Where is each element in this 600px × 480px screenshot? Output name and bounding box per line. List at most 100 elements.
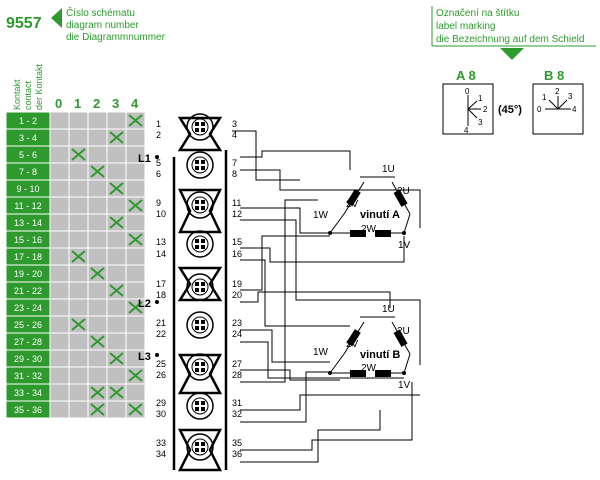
contact-cell [68, 162, 89, 181]
line-l1-dot [155, 155, 159, 159]
contact-cell [49, 213, 70, 232]
dial-a-num-3: 3 [478, 118, 483, 127]
marking-pointer-icon [500, 48, 524, 60]
winding-a-name: vinutí A [360, 209, 400, 221]
line-l2-label: L2 [138, 298, 151, 310]
contact-closed-mark [128, 199, 143, 212]
terminal-left-label: 14 [156, 249, 166, 259]
contact-table: 1 - 2 3 - 4 5 - 6 7 - 8 9 - 10 11 - 12 13 - 14… [5, 111, 146, 419]
contact-row-label: 13 - 14 [14, 218, 42, 228]
contact-row-label: 29 - 30 [14, 354, 42, 364]
contact-cell [49, 383, 70, 402]
contact-cell [87, 281, 108, 300]
contact-cell [68, 298, 89, 317]
contact-row-label: 7 - 8 [19, 167, 37, 177]
contact-cell [87, 247, 108, 266]
contact-cell [125, 128, 146, 147]
dial-a: A 8 0 1 2 3 4 [442, 68, 494, 135]
contact-cell [49, 128, 70, 147]
contact-row-label: 27 - 28 [14, 337, 42, 347]
contact-cell [125, 213, 146, 232]
contact-cell [49, 111, 70, 130]
terminal-right-label: 31 [232, 398, 242, 408]
terminal-right-label: 11 [232, 198, 241, 208]
contact-cell [87, 298, 108, 317]
contact-closed-mark [128, 301, 143, 314]
terminal-left-label: 2 [156, 130, 161, 140]
contact-bridge [178, 188, 222, 234]
winding-a-2v: 2V [346, 199, 359, 210]
contact-cell [87, 213, 108, 232]
terminal-left-label: 29 [156, 398, 166, 408]
contact-row-label: 11 - 12 [14, 201, 41, 211]
contact-cell [68, 349, 89, 368]
contact-row-label: 21 - 22 [14, 286, 42, 296]
contact-header-cs: Kontakt [12, 79, 22, 110]
contact-cell [106, 111, 127, 130]
contact-row-label: 1 - 2 [19, 116, 37, 126]
contact-cell [87, 111, 108, 130]
contact-row-label: 19 - 20 [14, 269, 42, 279]
terminal-right-label: 8 [232, 169, 237, 179]
contact-cell [49, 281, 70, 300]
contact-cell [68, 230, 89, 249]
dial-b-num-0: 0 [537, 105, 542, 114]
switch-cell [186, 273, 214, 301]
switch-cell [186, 151, 214, 179]
dial-a-num-0: 0 [465, 87, 470, 96]
contact-cell [106, 196, 127, 215]
terminal-left-label: 9 [156, 198, 161, 208]
contact-cell [106, 366, 127, 385]
contact-cell [125, 281, 146, 300]
winding-a: vinutí A 1U 2U 2V 1W 2W 1V [313, 164, 411, 251]
contact-row-label: 35 - 36 [14, 405, 42, 415]
contact-cell [49, 162, 70, 181]
wire [240, 382, 413, 451]
contact-closed-mark [109, 284, 124, 297]
terminal-left-label: 5 [156, 158, 161, 168]
contact-row-label: 9 - 10 [16, 184, 39, 194]
wire [240, 235, 330, 291]
terminal-right-label: 7 [232, 158, 237, 168]
terminal-labels: 1256910131417182122252629303334347811121… [156, 119, 242, 459]
contact-cell [49, 366, 70, 385]
terminal-right-label: 16 [232, 249, 242, 259]
wiring [232, 130, 421, 463]
terminal-right-label: 15 [232, 237, 242, 247]
contact-closed-mark [109, 182, 124, 195]
terminal-left-label: 33 [156, 438, 166, 448]
contact-cell [106, 315, 127, 334]
contact-cell [49, 145, 70, 164]
wire [240, 329, 330, 363]
contact-row-label: 33 - 34 [14, 388, 42, 398]
terminal-left-label: 1 [156, 119, 161, 129]
contact-bridge [177, 266, 223, 302]
winding-b: vinutí B 1U 2U 2V 1W 2W 1V [313, 304, 411, 391]
contact-cell [106, 145, 127, 164]
position-header-1: 1 [74, 96, 81, 111]
wire [240, 369, 340, 381]
winding-b-2v: 2V [346, 339, 359, 350]
contact-closed-mark [128, 114, 143, 127]
position-header-3: 3 [112, 96, 119, 111]
switch-cell [186, 311, 214, 339]
contact-cell [49, 332, 70, 351]
contact-row-label: 3 - 4 [19, 133, 37, 143]
marking-label-en: label marking [436, 21, 495, 32]
switch-cell [186, 113, 214, 141]
position-header-2: 2 [93, 96, 100, 111]
contact-cells [172, 113, 228, 472]
contact-cell [68, 179, 89, 198]
wire [240, 169, 421, 228]
contact-cell [125, 264, 146, 283]
contact-row-label: 5 - 6 [19, 150, 37, 160]
position-header-0: 0 [55, 96, 62, 111]
terminal-left-label: 17 [156, 279, 166, 289]
contact-header-en: contact [23, 80, 33, 110]
contact-closed-mark [90, 386, 105, 399]
dial-b-num-1: 1 [542, 93, 547, 102]
winding-a-1v: 1V [398, 240, 411, 251]
wire [240, 219, 421, 365]
terminal-right-label: 20 [232, 290, 242, 300]
switch-cell [186, 353, 214, 381]
